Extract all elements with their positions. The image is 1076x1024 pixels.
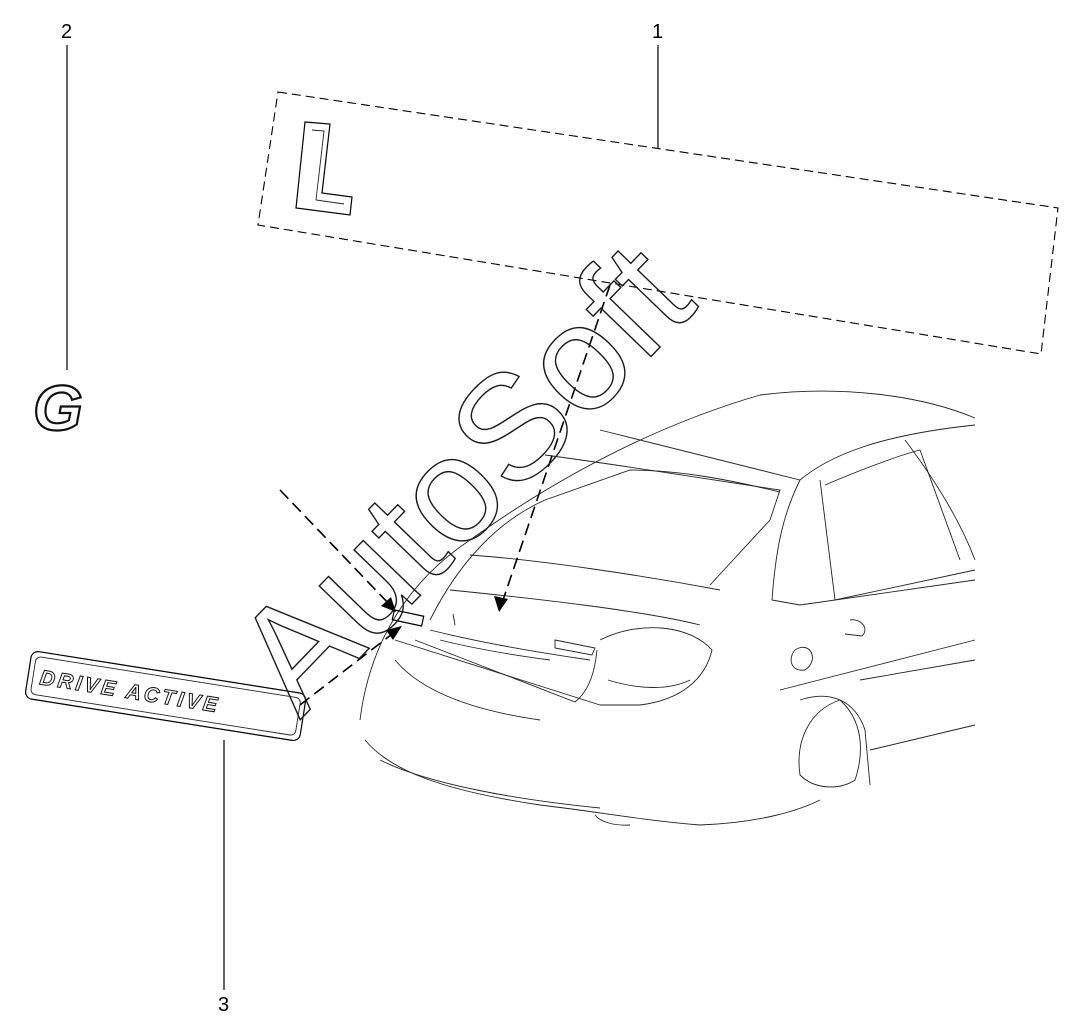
emblem-g-glyph: G	[33, 372, 83, 444]
car-outline	[359, 390, 976, 826]
part-2-emblem-g: G	[32, 371, 84, 445]
part-1-dashed-box	[257, 91, 1059, 355]
nameplate-bevel	[30, 656, 301, 736]
arrow-part-2	[279, 489, 391, 606]
emblem-l-shape	[295, 121, 353, 216]
nameplate-body	[24, 651, 307, 742]
part-1-emblem-l: L	[257, 91, 1059, 355]
callout-1: 1	[652, 21, 664, 43]
emblem-l-inner	[311, 129, 345, 205]
callout-3: 3	[218, 994, 230, 1016]
assembly-arrows	[279, 284, 611, 706]
arrow-part-1	[501, 284, 611, 604]
callout-2: 2	[61, 21, 73, 43]
watermark: AutoSoft	[202, 212, 723, 743]
arrow-part-3	[299, 630, 397, 706]
